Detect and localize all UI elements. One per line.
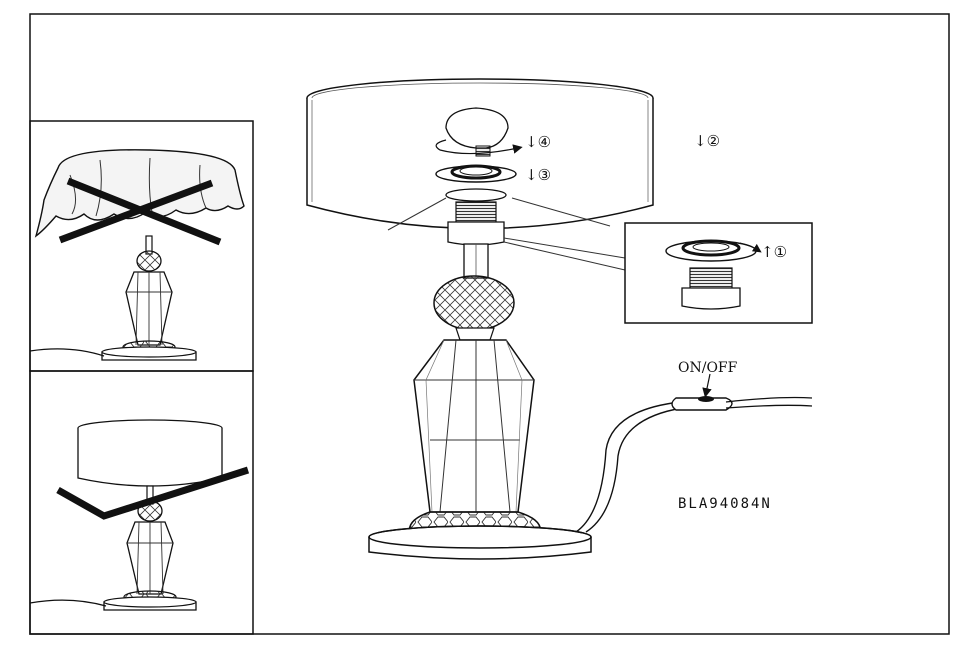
inline-switch — [671, 397, 733, 411]
socket — [447, 201, 505, 246]
model-number: BLA94084N — [678, 496, 772, 512]
step-1-label: ↑① — [761, 243, 787, 261]
power-cable — [575, 373, 813, 533]
panel-wrong-shade-position — [29, 370, 254, 635]
cross-mark-icon — [58, 177, 222, 246]
step-3-label: ↓③ — [525, 166, 551, 184]
washer — [445, 188, 507, 202]
main-lamp — [306, 78, 654, 560]
wrong-mark-icon — [56, 466, 250, 520]
rotate-arrow-icon — [435, 139, 523, 155]
bulb-icon — [445, 107, 509, 157]
ring-nut — [435, 164, 517, 183]
detail-callout — [503, 222, 813, 324]
panel-wrong-shade-placement — [29, 120, 254, 372]
step-4-label: ↓④ — [525, 133, 551, 151]
switch-label: ON/OFF — [678, 360, 738, 376]
step-2-label: ↓② — [694, 132, 720, 150]
